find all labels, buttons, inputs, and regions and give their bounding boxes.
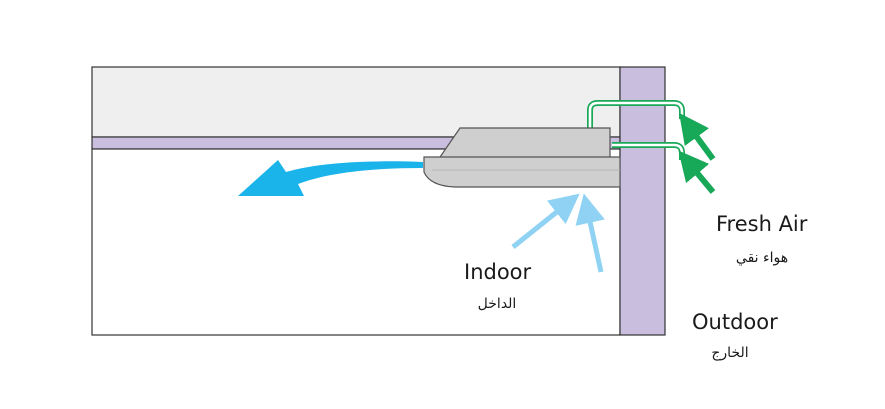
return-air-arrow-icon <box>575 193 605 273</box>
indoor-label: Indoor <box>464 260 532 284</box>
indoor-label-arabic: الداخل <box>478 296 517 312</box>
supply-air-arrow-icon <box>238 160 423 196</box>
fresh-air-duct-upper <box>587 100 685 128</box>
outdoor-label: Outdoor <box>692 310 778 334</box>
fresh-air-label: Fresh Air <box>716 212 808 236</box>
fresh-air-arrow-icon <box>679 112 716 161</box>
outdoor-label-arabic: الخارج <box>711 345 748 361</box>
fresh-air-arrow-icon <box>678 150 716 194</box>
cassette-air-conditioner-icon <box>423 127 621 188</box>
return-air-arrow-icon <box>511 193 580 249</box>
exterior-wall <box>619 66 666 336</box>
ceiling-void <box>91 66 621 138</box>
fresh-air-label-arabic: هواء نقي <box>736 250 788 266</box>
